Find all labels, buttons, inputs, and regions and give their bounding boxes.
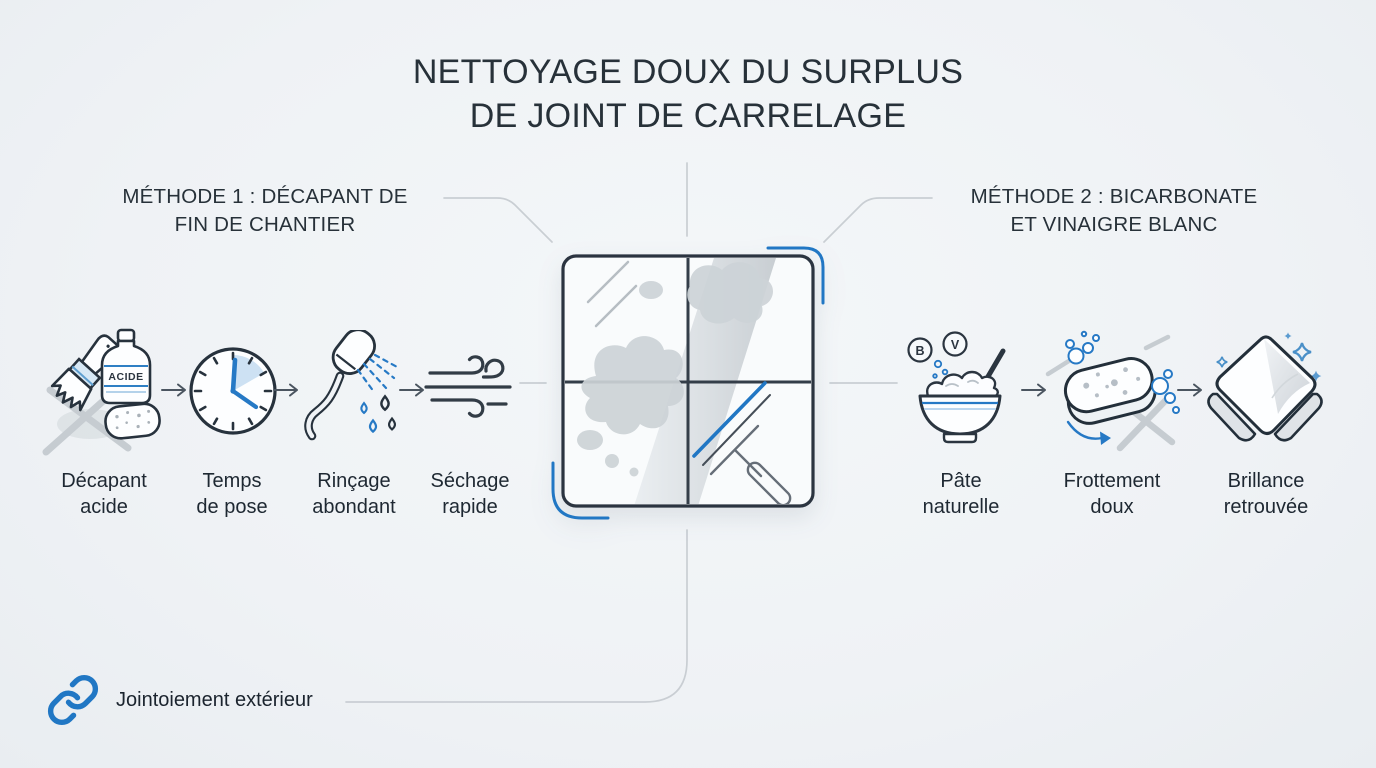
clock-hands: [230, 357, 259, 410]
arrow-icon: [1021, 383, 1046, 397]
svg-text:B: B: [915, 344, 924, 358]
time-wedge: [233, 355, 265, 391]
acid-bottle-label: ACIDE: [108, 371, 143, 383]
cloth-body: [1215, 335, 1317, 435]
acid-stripper-icon: ACIDE: [42, 328, 161, 456]
water-spray: [356, 353, 401, 394]
tile-illustration: [551, 246, 825, 520]
acid-bottle: ACIDE: [100, 328, 152, 405]
natural-paste-bowl-icon: B V: [907, 331, 1006, 444]
rinse-shower-icon: [304, 330, 401, 441]
water-drops: [360, 394, 397, 434]
page-title-line2: DE JOINT DE CARRELAGE: [469, 97, 907, 135]
shine-cloth-icon: [1207, 332, 1323, 442]
sparkles: [1216, 332, 1322, 382]
cloth-fold-shading: [1264, 339, 1310, 414]
method-2-title: MÉTHODE 2 : BICARBONATE ET VINAIGRE BLAN…: [970, 185, 1258, 236]
soap-bubbles: [1065, 330, 1180, 414]
page-title: NETTOYAGE DOUX DU SURPLUS DE JOINT DE CA…: [0, 50, 1376, 138]
arrow-icon: [273, 383, 298, 397]
external-link-label: Jointoiement extérieur: [116, 688, 313, 711]
gentle-scrub-sponge-icon: [1045, 330, 1180, 452]
circular-motion-arrow: [1066, 420, 1111, 445]
arrow-icon: [161, 383, 186, 397]
fizz-bubbles: [932, 359, 949, 379]
paste-mound: [926, 370, 999, 398]
grout-residue: [577, 262, 773, 477]
bowl: [918, 394, 1002, 436]
brush: [50, 334, 121, 412]
svg-text:V: V: [951, 338, 960, 352]
arrow-icon: [1177, 383, 1202, 397]
link-icon: [47, 674, 99, 726]
arrow-icon: [399, 383, 424, 397]
dwell-time-clock-icon: [189, 347, 277, 435]
blue-corner-brackets: [551, 246, 825, 520]
vinegar-badge: V: [942, 331, 968, 357]
sponge-body: [1063, 357, 1157, 425]
shine-lines: [586, 260, 638, 328]
external-link[interactable]: Jointoiement extérieur: [46, 668, 313, 732]
bicarbonate-badge: B: [907, 337, 933, 363]
method-1-title: MÉTHODE 1 : DÉCAPANT DE FIN DE CHANTIER: [122, 185, 408, 236]
spoon: [983, 348, 1006, 383]
cloth-hem-left: [1207, 392, 1257, 442]
page-title-line1: NETTOYAGE DOUX DU SURPLUS: [412, 53, 964, 91]
squeegee: [692, 381, 792, 504]
fast-dry-wind-icon: [424, 355, 512, 418]
sponge-small: [104, 402, 161, 440]
cloth-hem-right: [1273, 392, 1323, 442]
shower-head: [304, 330, 376, 441]
